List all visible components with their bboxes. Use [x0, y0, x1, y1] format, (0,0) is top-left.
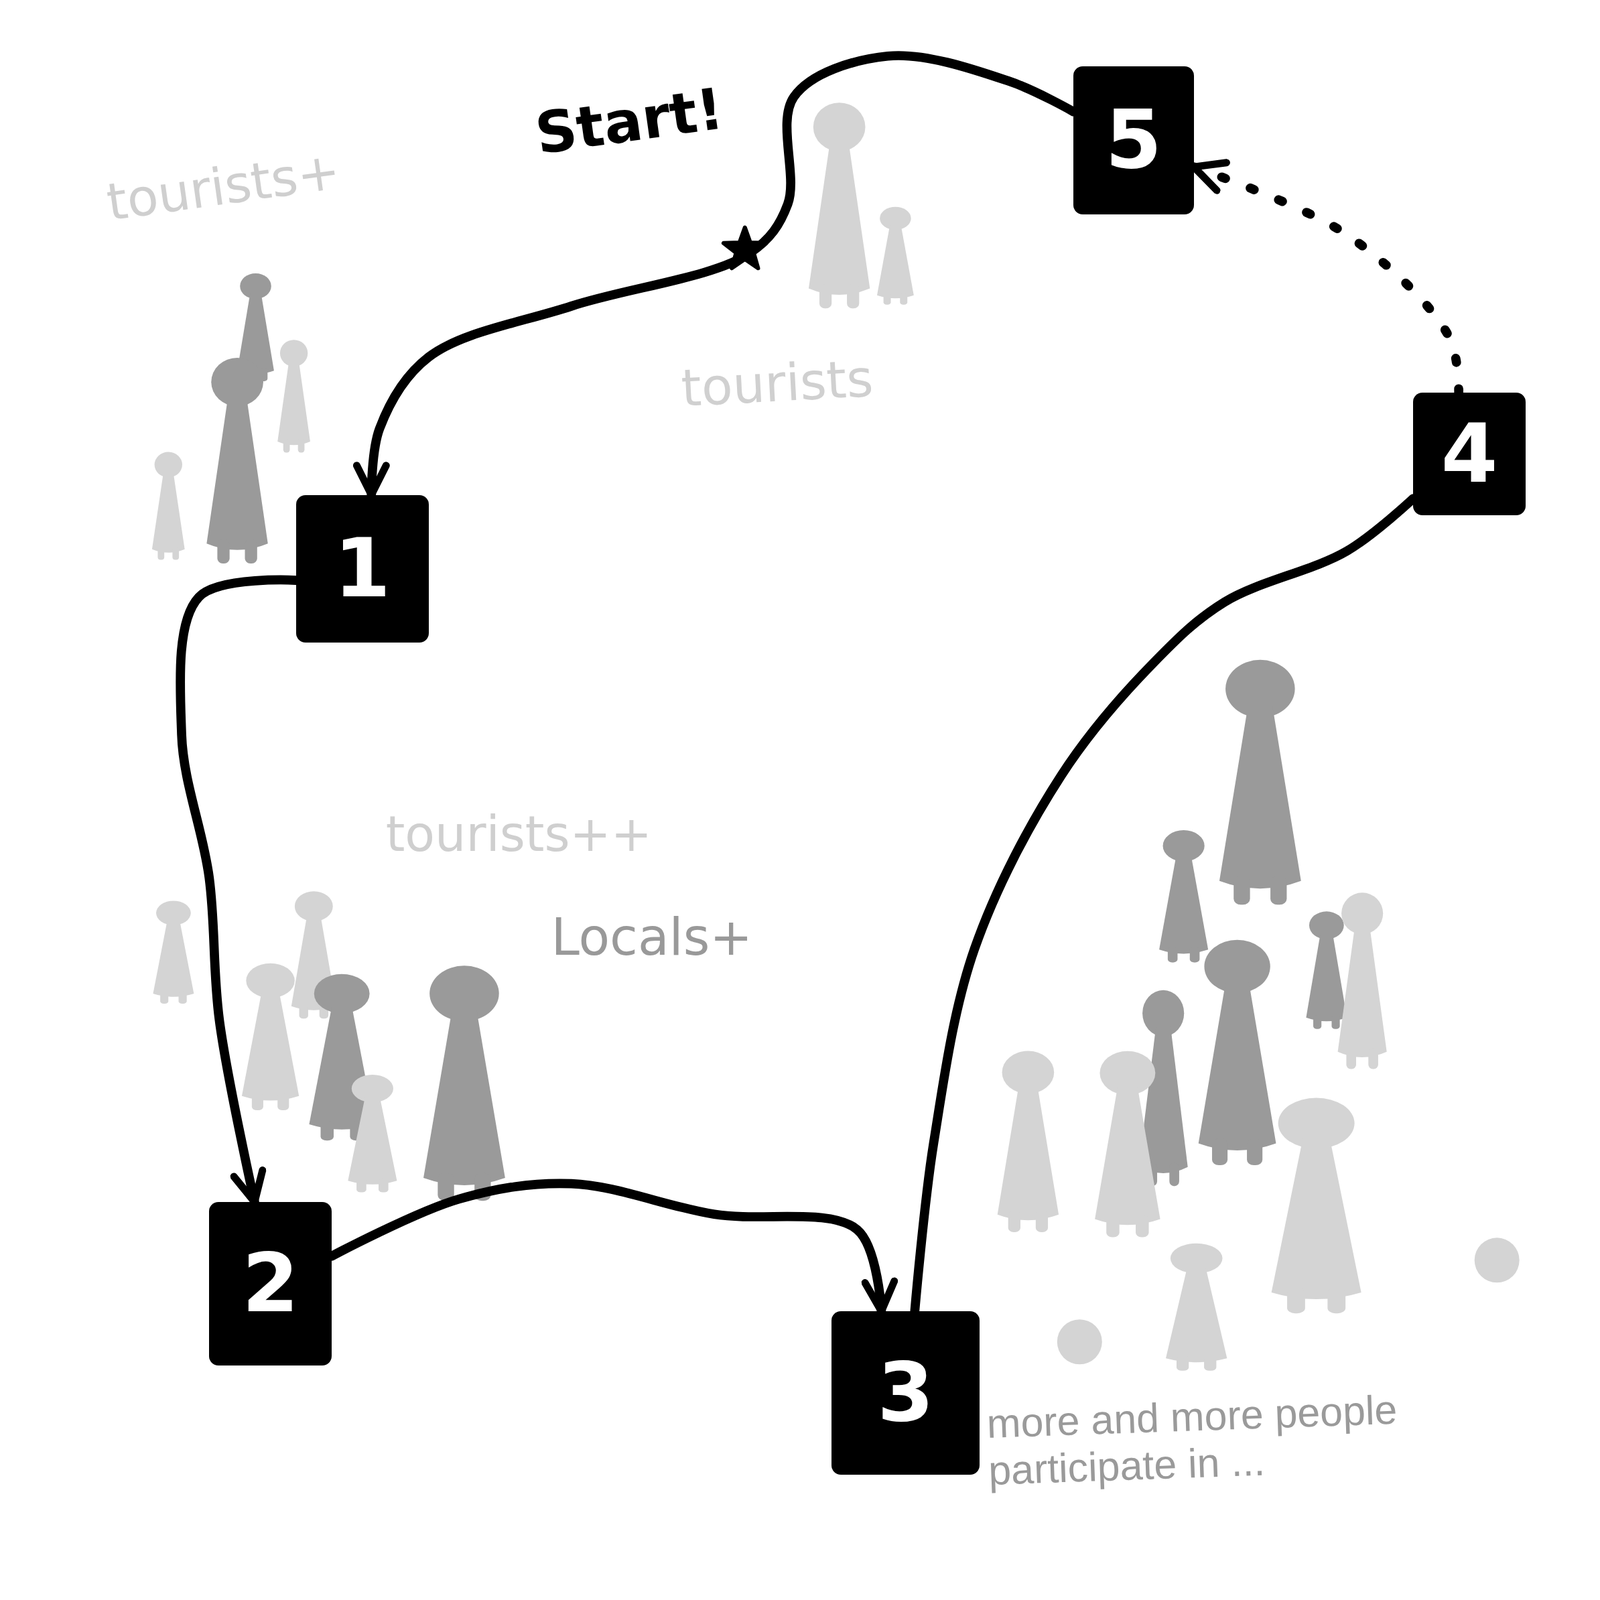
- step-number: 3: [877, 1352, 935, 1434]
- flow-arrow: [180, 580, 297, 1203]
- dot: [1474, 1237, 1520, 1283]
- step-box: 3: [831, 1311, 980, 1475]
- flow-arrow: [331, 1183, 882, 1312]
- step-box: 2: [209, 1202, 332, 1366]
- step-number: 5: [1105, 99, 1163, 181]
- group-label: tourists++: [385, 806, 652, 863]
- dot: [1057, 1319, 1103, 1365]
- group-label: tourists: [680, 349, 875, 418]
- tourist-figure: [808, 102, 870, 309]
- flow-arrow: [371, 55, 1074, 496]
- local-figure: [1305, 911, 1347, 1029]
- tourist-figure: [997, 1051, 1059, 1233]
- tourist-figure: [241, 963, 299, 1111]
- group-one: [152, 273, 311, 564]
- group-label: tourists+: [103, 141, 344, 232]
- local-figure: [423, 965, 506, 1201]
- step-number: 1: [333, 527, 391, 610]
- step-number: 2: [241, 1242, 299, 1325]
- group-label: Locals+: [550, 907, 753, 967]
- local-figure: [206, 357, 268, 564]
- tourist-figure: [152, 452, 185, 561]
- tourist-figure: [277, 339, 311, 453]
- tourist-figure: [1165, 1243, 1227, 1371]
- tourist-figure: [347, 1074, 397, 1192]
- group-five: [808, 102, 914, 309]
- flow-arrow: [914, 498, 1414, 1312]
- tourist-figure: [1271, 1098, 1362, 1314]
- step-box: 4: [1413, 392, 1526, 516]
- tourist-figure: [1338, 892, 1387, 1069]
- local-figure: [1219, 659, 1302, 906]
- group-three: [997, 659, 1520, 1371]
- tourist-figure: [877, 207, 914, 305]
- step-box: 1: [296, 495, 429, 644]
- group-two: [152, 891, 505, 1201]
- local-figure: [1159, 830, 1209, 963]
- note: more and more people participate in ...: [986, 1379, 1576, 1495]
- step-box: 5: [1073, 66, 1194, 215]
- tourist-figure: [152, 900, 194, 1004]
- step-number: 4: [1441, 413, 1499, 496]
- local-figure: [1198, 940, 1277, 1166]
- flow-arrow: [1193, 166, 1459, 393]
- start-label: Start!: [531, 76, 727, 168]
- tourist-figure: [1094, 1051, 1160, 1238]
